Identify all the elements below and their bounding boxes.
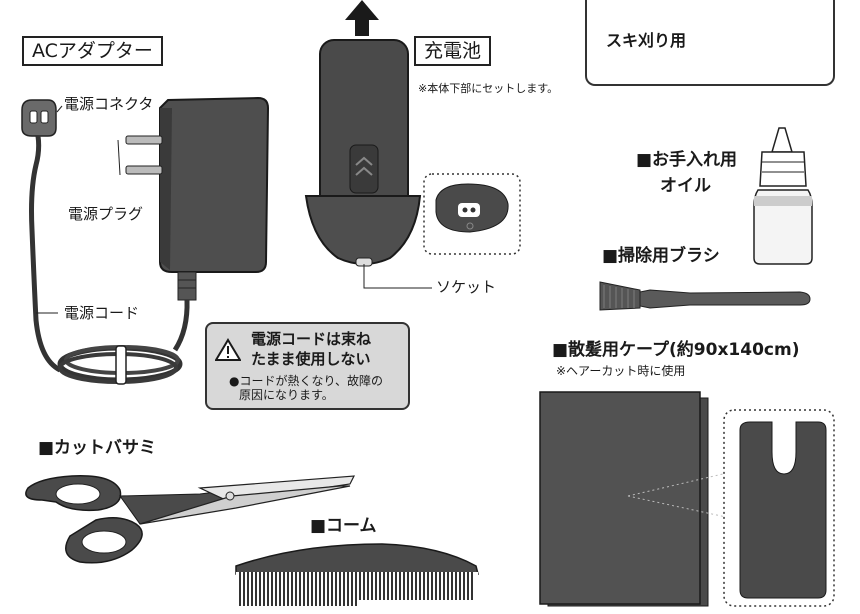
comb-label: ■コーム xyxy=(310,516,377,536)
battery-illustration xyxy=(304,0,432,289)
attachment-inset xyxy=(585,0,835,86)
oil-label-line2: オイル xyxy=(660,176,711,196)
power-plug-label: 電源プラグ xyxy=(68,205,144,223)
warning-body-line1: ●コードが熱くなり、故障の xyxy=(229,374,383,388)
warning-title-line1: 電源コードは束ね xyxy=(251,330,372,348)
brush-illustration xyxy=(599,281,811,311)
thinning-attachment-label: スキ刈り用 xyxy=(606,31,687,50)
comb-illustration xyxy=(235,543,479,606)
oil-label-line1: ■お手入れ用 xyxy=(636,150,738,170)
battery-title: 充電池 xyxy=(414,36,492,66)
socket-label: ソケット xyxy=(436,278,497,296)
warning-title-line2: たまま使用しない xyxy=(251,350,371,368)
cape-label: ■散髪用ケープ(約90x140cm) xyxy=(552,340,800,360)
ac-adapter-title: ACアダプター xyxy=(22,36,163,66)
ac-adapter-illustration xyxy=(21,96,270,385)
warning-box: 電源コードは束ね たまま使用しない ●コードが熱くなり、故障の 原因になります。 xyxy=(205,322,410,410)
oil-bottle-illustration xyxy=(753,127,813,265)
battery-note: ※本体下部にセットします。 xyxy=(418,82,559,95)
brush-label: ■掃除用ブラシ xyxy=(602,246,720,266)
power-cord-label: 電源コード xyxy=(64,304,140,322)
scissors-label: ■カットバサミ xyxy=(38,438,157,458)
power-connector-label: 電源コネクタ xyxy=(64,95,154,113)
cape-illustration xyxy=(539,391,835,607)
warning-triangle-icon xyxy=(215,338,241,361)
warning-body-line2: 原因になります。 xyxy=(239,388,334,402)
cape-note: ※ヘアーカット時に使用 xyxy=(556,364,686,378)
socket-inset xyxy=(423,173,521,255)
scissors-illustration xyxy=(25,475,356,564)
